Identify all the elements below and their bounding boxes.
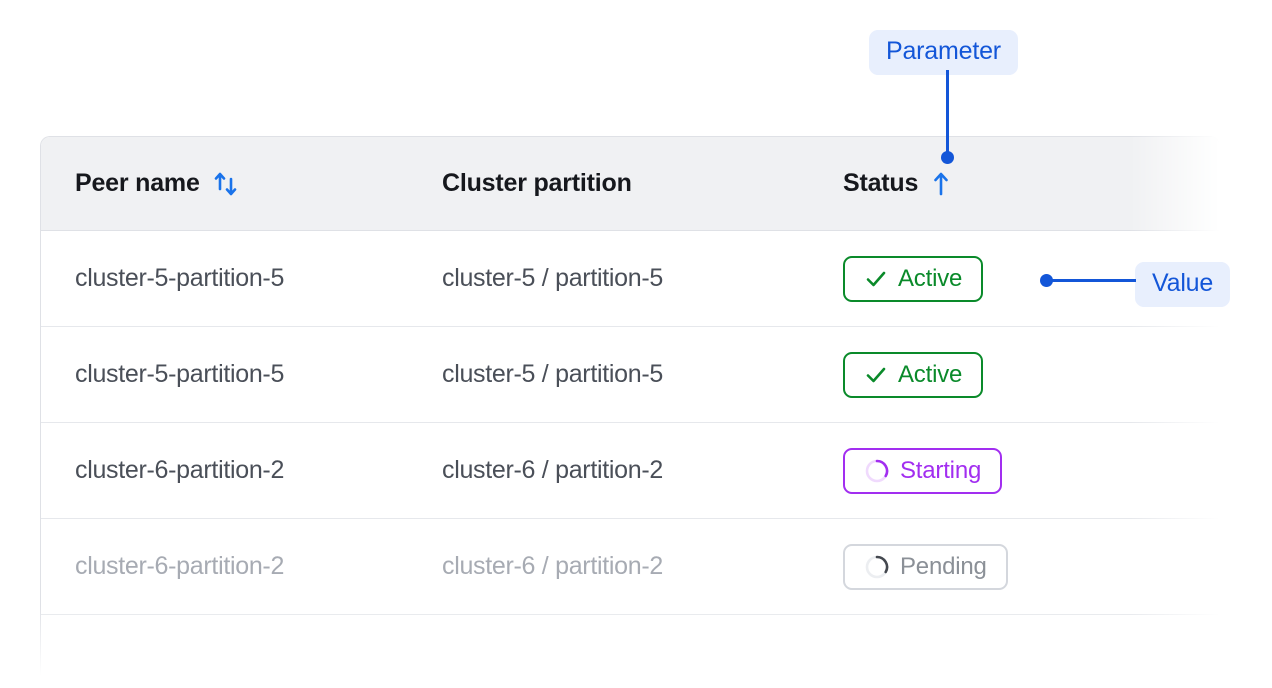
cell-cluster-partition: cluster-6 / partition-2 [442,552,663,580]
table-body: cluster-5-partition-5 cluster-5 / partiti… [41,231,1219,688]
spinner-icon [864,554,890,580]
cell-status: Active [843,351,1183,398]
status-badge: Active [843,351,984,398]
status-badge: Active [843,255,984,302]
annotation-parameter-label: Parameter [869,30,1018,75]
cell-peer-name: cluster-5-partition-5 [75,264,285,292]
column-header-peer-name-label: Peer name [75,169,200,197]
annotation-value-label: Value [1135,262,1231,307]
status-badge: Starting [843,447,1003,494]
cell-peer-name: cluster-6-partition-2 [75,456,285,484]
table-row[interactable]: cluster-6-partition-2 cluster-6 / partiti… [41,519,1219,615]
status-badge-label: Active [898,360,963,388]
table-row[interactable]: cluster-5-partition-5 cluster-5 / partiti… [41,327,1219,423]
annotation-value-dot [1040,274,1053,287]
sort-up-down-icon[interactable] [212,169,240,199]
cell-cluster-partition: cluster-5 / partition-5 [442,264,663,292]
status-badge-label: Starting [900,456,982,484]
cell-cluster-partition: cluster-6 / partition-2 [442,456,663,484]
annotation-value-connector-line [1050,279,1136,282]
table-row[interactable]: cluster-6-partition-2 cluster-6 / partiti… [41,423,1219,519]
spinner-icon [864,458,890,484]
check-icon [864,363,888,387]
check-icon [864,267,888,291]
annotation-parameter-dot [941,151,954,164]
annotation-parameter-connector-line [946,70,949,158]
table-row[interactable]: cluster-5-partition-5 cluster-5 / partiti… [41,231,1219,327]
table-header-row: Peer name Cluster partition Status [41,137,1219,231]
cell-status: Starting [843,447,1183,494]
column-header-cluster-partition-label: Cluster partition [442,169,632,197]
column-header-peer-name[interactable]: Peer name [41,169,442,199]
cell-peer-name: cluster-6-partition-2 [75,552,285,580]
peers-table: Peer name Cluster partition Status [40,136,1220,688]
status-badge: Pending [843,543,1008,590]
table-row[interactable] [41,615,1219,688]
cell-peer-name: cluster-5-partition-5 [75,360,285,388]
peers-table-container: Peer name Cluster partition Status [40,136,1272,688]
status-badge-label: Pending [900,552,987,580]
cell-cluster-partition: cluster-5 / partition-5 [442,360,663,388]
cell-status: Pending [843,543,1183,590]
sort-up-icon[interactable] [930,169,952,199]
cell-status: Active [843,255,1183,302]
column-header-cluster-partition[interactable]: Cluster partition [442,169,843,198]
column-header-status[interactable]: Status [843,169,1183,199]
status-badge-label: Active [898,264,963,292]
column-header-status-label: Status [843,169,919,197]
